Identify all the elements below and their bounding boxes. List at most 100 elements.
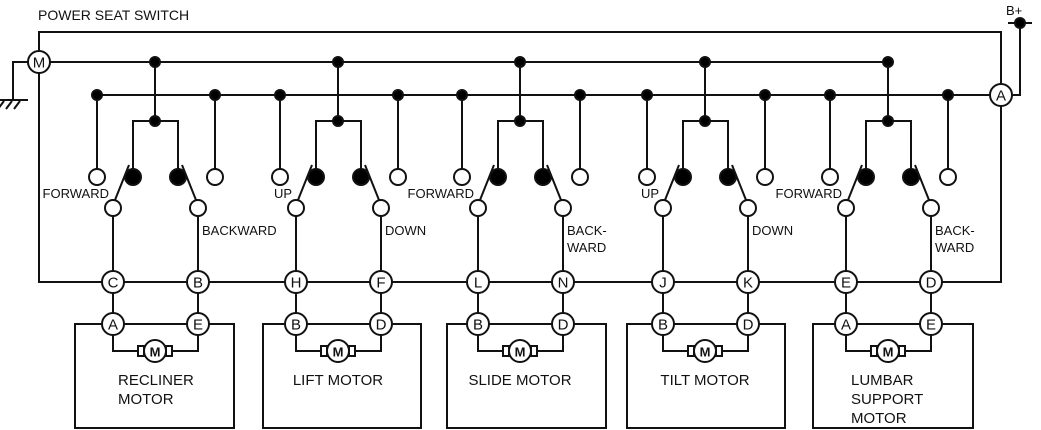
block-slide-motor-icon: M <box>502 339 538 363</box>
block-tilt-open-contact-right <box>756 168 774 186</box>
block-lumbar-support-motor-connector-right: E <box>919 312 943 336</box>
block-recliner-left-direction-label: FORWARD <box>43 186 109 201</box>
block-lumbar-support-motor-lead-left <box>845 335 871 352</box>
battery-terminal-dot <box>1014 17 1026 29</box>
block-recliner-open-contact-left <box>88 168 106 186</box>
block-tilt-switch-connector-left: J <box>651 270 675 294</box>
connector-pin-label: J <box>659 275 667 292</box>
block-recliner-closed-contact-right <box>169 168 187 186</box>
block-lumbar-support-closed-contact-right <box>902 168 920 186</box>
motor-circle <box>876 339 900 363</box>
ground-hatch <box>13 100 21 110</box>
connector-power-a: A <box>989 83 1013 107</box>
block-lift-motor-housing <box>262 323 422 429</box>
connector-circle <box>834 270 858 294</box>
block-lift-movable-contact-left <box>287 199 305 217</box>
block-tilt-power-junction-left <box>641 89 653 101</box>
block-tilt-motor-label: TILT MOTOR <box>660 372 749 389</box>
block-slide-power-junction-left <box>456 89 468 101</box>
motor-symbol-label: M <box>515 345 526 360</box>
block-tilt-ground-bracket <box>682 120 729 169</box>
connector-pin-label: B <box>658 317 668 334</box>
block-lumbar-support-power-junction-left <box>824 89 836 101</box>
block-lumbar-support-switch-connector-left: E <box>834 270 858 294</box>
block-tilt-right-direction-label: DOWN <box>752 223 793 238</box>
block-lift-motor-lead-right <box>355 335 382 352</box>
block-tilt-ground-bracket-junction <box>699 115 711 127</box>
block-slide-left-direction-label: FORWARD <box>408 186 474 201</box>
battery-wire <box>1012 23 1021 96</box>
block-lumbar-support-motor-connector-left: A <box>834 312 858 336</box>
block-lumbar-support-right-direction-label: WARD <box>935 240 974 255</box>
block-recliner-ground-rail-junction <box>149 56 161 68</box>
block-slide-power-junction-right <box>574 89 586 101</box>
block-lift-left-direction-label: UP <box>274 186 292 201</box>
block-recliner-ground-bracket <box>132 120 179 169</box>
connector-circle <box>186 270 210 294</box>
block-slide-motor-lead-right <box>537 335 564 352</box>
connector-pin-label: K <box>743 275 753 292</box>
connector-circle <box>736 270 760 294</box>
connector-circle <box>736 312 760 336</box>
connector-circle <box>284 270 308 294</box>
battery-positive-label: B+ <box>1006 3 1022 18</box>
block-recliner-switch-connector-left: C <box>101 270 125 294</box>
block-lumbar-support-motor-housing <box>812 323 974 429</box>
block-tilt-closed-contact-right <box>719 168 737 186</box>
block-slide-right-direction-label: BACK- <box>567 223 607 238</box>
block-lift-movable-contact-right <box>372 199 390 217</box>
block-lift-right-direction-label: DOWN <box>385 223 426 238</box>
connector-circle <box>919 270 943 294</box>
block-lift-ground-rail-junction <box>332 56 344 68</box>
block-recliner-motor-connector-left: A <box>101 312 125 336</box>
block-lumbar-support-motor-label-line: LUMBAR <box>851 372 914 389</box>
block-lumbar-support-closed-contact-left <box>857 168 875 186</box>
connector-circle <box>834 312 858 336</box>
connector-circle <box>651 270 675 294</box>
block-lift-motor-icon: M <box>320 339 356 363</box>
connector-circle <box>551 312 575 336</box>
block-tilt-movable-contact-right <box>739 199 757 217</box>
connector-pin-label: B <box>291 317 301 334</box>
block-recliner-motor-lead-right <box>172 335 199 352</box>
block-recliner-right-direction-label: BACKWARD <box>202 223 277 238</box>
block-tilt-motor-lead-left <box>662 335 688 352</box>
motor-circle <box>508 339 532 363</box>
block-recliner-motor-icon: M <box>137 339 173 363</box>
block-recliner-motor-housing <box>74 323 235 429</box>
connector-pin-label: N <box>558 275 569 292</box>
block-lift-power-junction-right <box>392 89 404 101</box>
block-slide-motor-housing <box>446 323 607 429</box>
block-recliner-power-junction-left <box>91 89 103 101</box>
block-lumbar-support-left-direction-label: FORWARD <box>776 186 842 201</box>
block-recliner-open-contact-right <box>206 168 224 186</box>
ground-wire <box>12 61 28 100</box>
motor-circle <box>326 339 350 363</box>
switch-outline-bottom <box>38 73 1002 283</box>
block-recliner-movable-contact-right <box>189 199 207 217</box>
connector-circle <box>989 83 1013 107</box>
block-lumbar-support-movable-contact-left <box>837 199 855 217</box>
motor-symbol-label: M <box>150 345 161 360</box>
block-lift-closed-contact-left <box>307 168 325 186</box>
block-lift-open-contact-left <box>271 168 289 186</box>
block-lift-open-contact-right <box>389 168 407 186</box>
block-lift-motor-connector-left: B <box>284 312 308 336</box>
ground-hatch <box>5 100 13 110</box>
block-slide-motor-label: SLIDE MOTOR <box>468 372 571 389</box>
connector-pin-label: L <box>474 275 482 292</box>
block-tilt-closed-contact-left <box>674 168 692 186</box>
block-slide-ground-rail-junction <box>514 56 526 68</box>
block-tilt-motor-housing <box>626 323 786 429</box>
block-recliner-motor-connector-right: E <box>186 312 210 336</box>
ground-icon <box>0 100 21 110</box>
block-lumbar-support-ground-bracket-junction <box>882 115 894 127</box>
block-slide-motor-connector-left: B <box>466 312 490 336</box>
connector-pin-label: E <box>841 275 851 292</box>
connector-pin-label: D <box>558 317 569 334</box>
motor-circle <box>143 339 167 363</box>
connector-circle <box>27 50 51 74</box>
block-tilt-motor-lead-right <box>722 335 749 352</box>
connector-pin-label: F <box>376 275 385 292</box>
